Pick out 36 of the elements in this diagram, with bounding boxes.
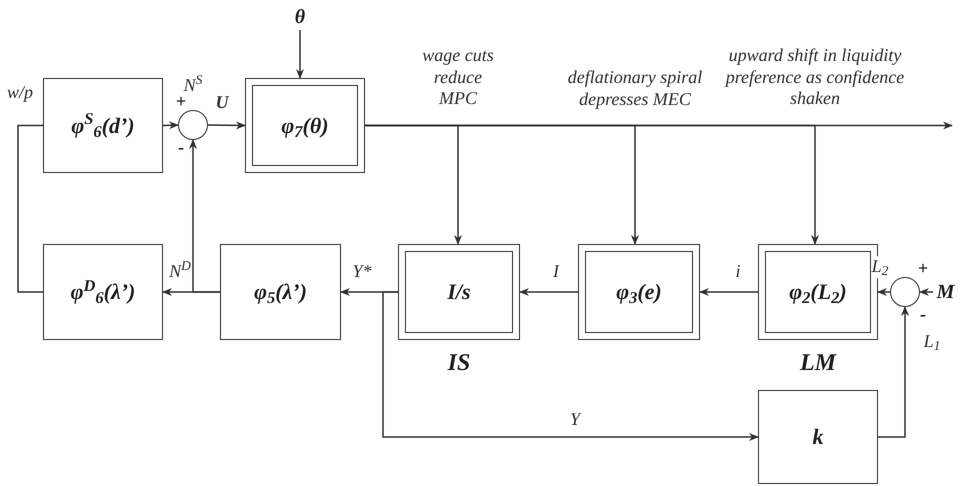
summing-junction [178,110,208,140]
block-box [220,244,341,340]
block-caption: LM [800,351,836,375]
edge-label: L$_{2}$ [872,256,888,278]
block-label: φ$_{3}$(e) [616,281,662,303]
block-box [43,78,163,173]
block-box [758,390,878,484]
block-box [245,78,365,173]
block-label: k [812,426,824,448]
arrow [877,288,890,296]
sign-label: - [920,305,926,323]
block-label: φ$_{2}$(L$_{2}$) [789,281,847,303]
sign-label: - [178,138,184,156]
block-caption: IS [448,351,470,375]
sign-label: + [176,92,186,110]
block-label: φ$_{5}$(λ’) [254,281,307,303]
arrow [189,139,220,293]
block-box [43,244,163,340]
arrow [382,291,759,441]
block-box [578,244,700,340]
block-label: φ$_{7}$(θ) [281,114,329,136]
arrow [208,121,246,130]
sign-label: + [918,259,928,277]
summing-junction [890,277,920,307]
block-label: I/s [447,281,471,303]
arrow [365,124,819,245]
arrow [699,288,758,296]
block-label: φ$^{D}$$_{6}$(λ’) [70,281,136,303]
arrow [519,288,578,296]
block-label: φ$^{S}$$_{6}$(d’) [71,114,135,136]
arrow [919,288,933,296]
arrow [878,306,909,438]
block-label: θ [294,7,306,27]
arrow [296,30,304,79]
arrow [162,121,179,130]
block-label: M [936,282,954,302]
